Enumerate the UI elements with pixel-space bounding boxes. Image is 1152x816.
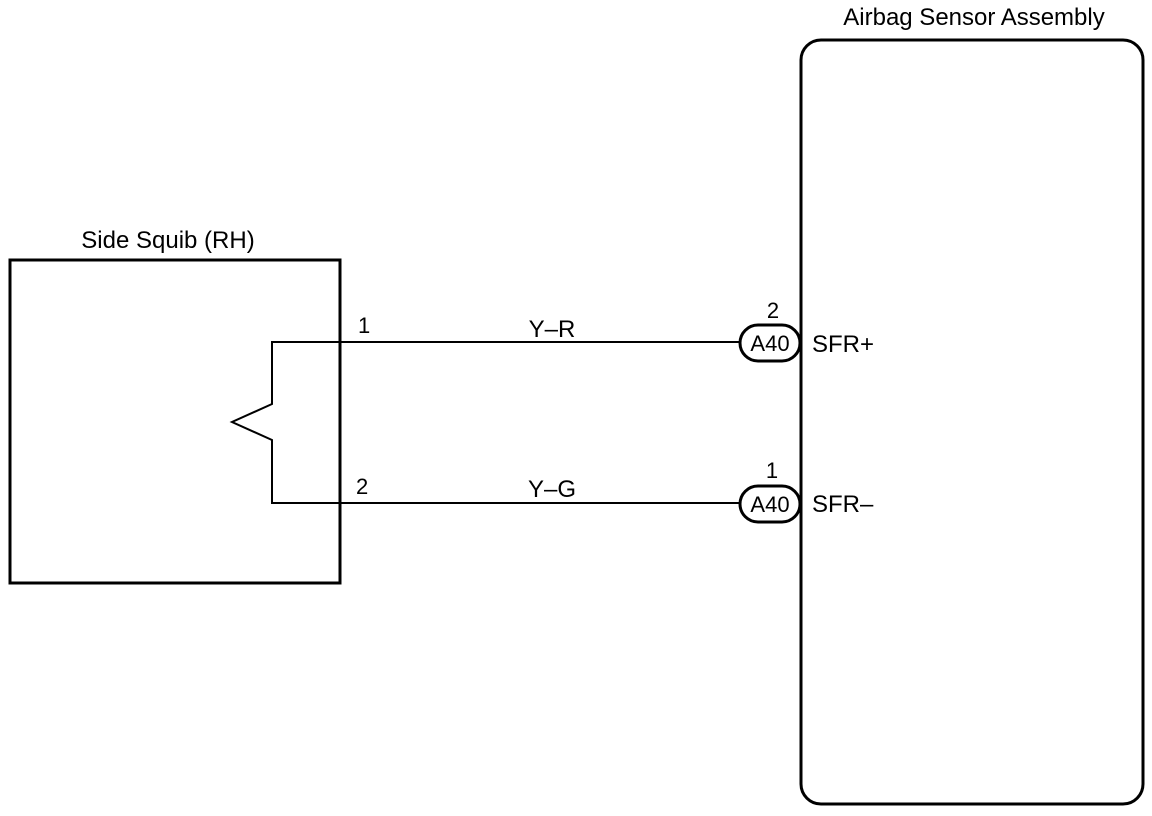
airbag-sensor-box — [799, 38, 1145, 806]
side-squib-box — [8, 258, 342, 585]
connector-pin-2: 2 — [767, 298, 779, 323]
side-squib-label: Side Squib (RH) — [81, 227, 254, 254]
squib-pin-1: 1 — [358, 313, 370, 338]
airbag-sensor-label: Airbag Sensor Assembly — [843, 4, 1104, 31]
wire-color-y-r: Y–R — [529, 316, 576, 343]
connector-a40-upper — [738, 323, 802, 363]
connector-a40-lower — [738, 484, 802, 524]
connector-a40-lower-label: A40 — [750, 492, 789, 517]
connector-pin-1: 1 — [766, 458, 778, 483]
squib-element-symbol — [229, 341, 340, 504]
terminal-sfr-minus: SFR– — [812, 491, 874, 518]
connector-a40-upper-label: A40 — [750, 331, 789, 356]
terminal-sfr-plus: SFR+ — [812, 331, 874, 358]
wire-color-y-g: Y–G — [528, 476, 576, 503]
squib-pin-2: 2 — [356, 474, 368, 499]
